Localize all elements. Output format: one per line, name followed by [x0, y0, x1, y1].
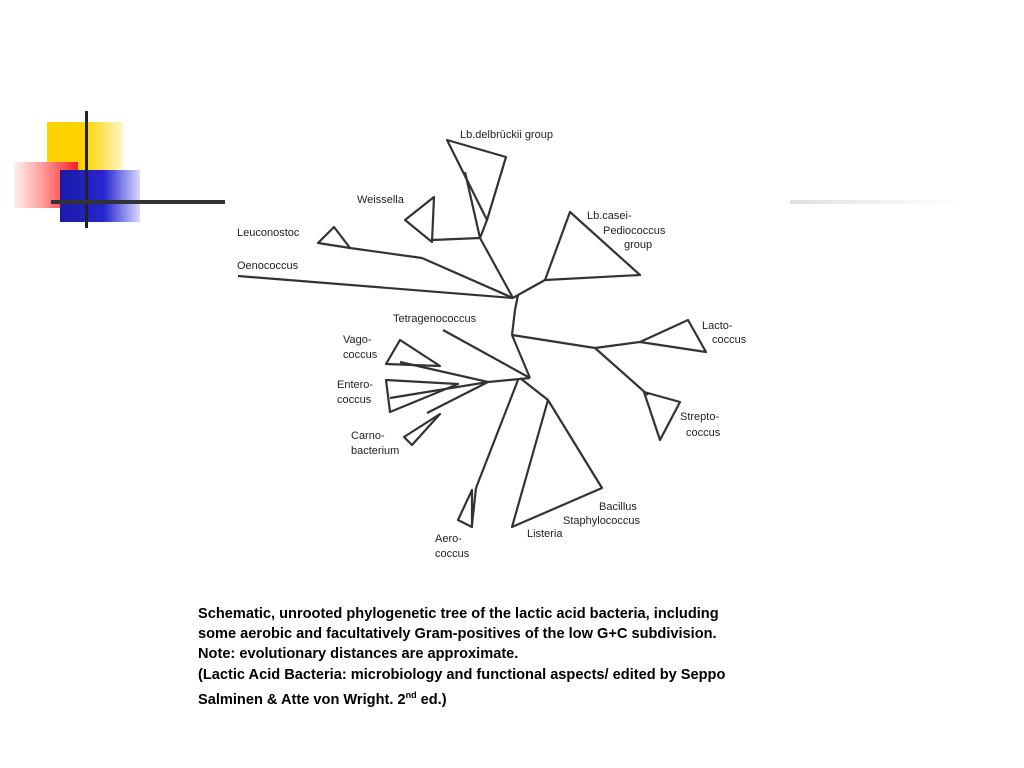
clade-lactococcus [638, 318, 708, 354]
clade-bacillus [510, 398, 604, 529]
decor-horizontal-line [51, 200, 225, 204]
branch [389, 380, 489, 400]
label-lactococcus-line1: Lacto- [702, 320, 733, 332]
clade-delbrueckii [445, 138, 508, 222]
figure-caption: Schematic, unrooted phylogenetic tree of… [198, 604, 838, 710]
caption-line: Note: evolutionary distances are approxi… [198, 646, 519, 663]
branch [426, 381, 489, 414]
caption-line: some aerobic and facultatively Gram-posi… [198, 626, 717, 643]
branch [421, 256, 514, 300]
branch [349, 246, 423, 260]
clade-streptococcus [642, 390, 682, 442]
label-enterococcus-line1: Entero- [337, 379, 373, 391]
label-casei-line1: Lb.casei- [587, 210, 632, 222]
branch [478, 219, 489, 239]
caption-citation-end: ed.) [416, 691, 447, 708]
caption-line: Schematic, unrooted phylogenetic tree of… [198, 606, 719, 622]
clade-enterococcus [384, 378, 460, 414]
caption-line: (Lactic Acid Bacteria: microbiology and … [198, 666, 726, 683]
label-aerococcus-line2: coccus [435, 548, 470, 560]
clade-casei [543, 210, 642, 282]
branch [519, 377, 549, 401]
clade-vagococcus [384, 338, 442, 368]
label-vagococcus-line2: coccus [343, 349, 378, 361]
branch [511, 333, 596, 350]
clade-weissella [403, 195, 436, 244]
clade-triangles [316, 138, 708, 529]
label-bacillus: Bacillus [599, 501, 637, 513]
label-staphylococcus: Staphylococcus [563, 515, 641, 527]
branch [513, 294, 520, 311]
label-weissella: Weissella [357, 194, 405, 206]
branch [510, 334, 532, 379]
label-carnobacterium-line1: Carno- [351, 430, 385, 442]
label-leuconostoc: Leuconostoc [237, 227, 300, 239]
taxon-labels: Lb.delbrūckii group Weissella Lb.casei- … [237, 129, 747, 560]
label-casei-line2: Pediococcus [603, 225, 666, 237]
label-casei-line3: group [624, 239, 652, 251]
branch [487, 376, 531, 384]
label-tetragenococcus: Tetragenococcus [393, 313, 477, 325]
caption-line-citation: Salminen & Atte von Wright. 2nd ed.) [198, 685, 838, 710]
tree-branches [237, 171, 649, 526]
label-streptococcus-line1: Strepto- [680, 411, 719, 423]
branch [237, 274, 514, 300]
label-vagococcus-line1: Vago- [343, 334, 372, 346]
branch [510, 309, 517, 336]
label-enterococcus-line2: coccus [337, 394, 372, 406]
decor-vertical-line [85, 111, 88, 228]
branch [442, 329, 531, 379]
label-aerococcus-line1: Aero- [435, 533, 462, 545]
decor-horizontal-line-faded [790, 200, 965, 204]
clade-aerococcus [456, 488, 474, 529]
label-listeria: Listeria [527, 528, 563, 540]
label-delbrueckii: Lb.delbrūckii group [460, 129, 553, 141]
clade-leuconostoc [316, 225, 352, 250]
label-lactococcus-line2: coccus [712, 334, 747, 346]
caption-superscript: nd [405, 689, 417, 700]
clade-carnobacterium [402, 412, 442, 447]
caption-citation-text: Salminen & Atte von Wright. 2 [198, 691, 406, 708]
label-carnobacterium-line2: bacterium [351, 445, 399, 457]
branch [517, 279, 546, 296]
branch [474, 379, 520, 489]
branch [431, 236, 481, 242]
branch [479, 237, 514, 299]
label-oenococcus: Oenococcus [237, 260, 299, 272]
decor-blue-square [60, 170, 140, 222]
branch [594, 340, 641, 350]
label-streptococcus-line2: coccus [686, 427, 721, 439]
branch [594, 347, 649, 396]
